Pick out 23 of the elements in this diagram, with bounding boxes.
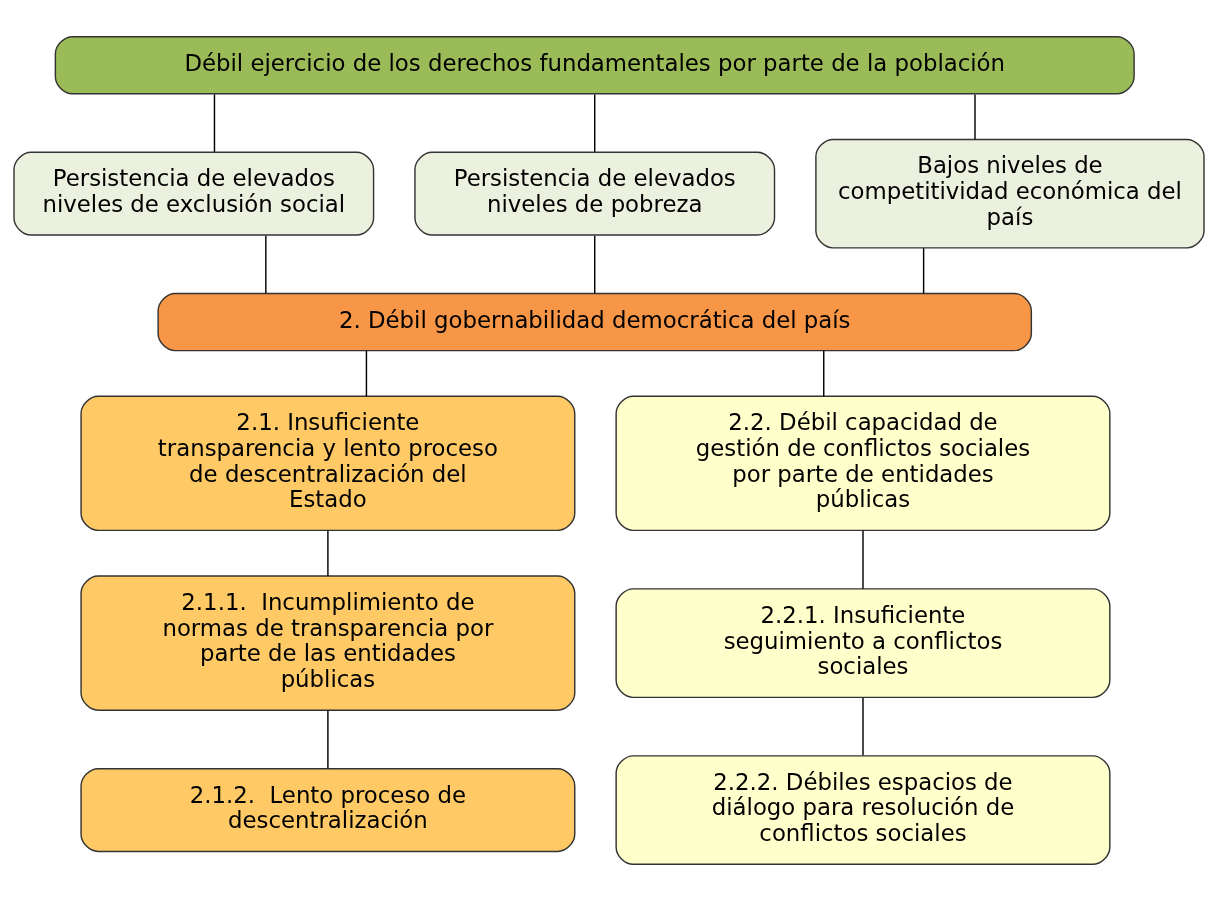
connector bbox=[594, 93, 596, 153]
node-box: 2.1. Insuficiente transparencia y lento proceso de descentralización del Estado bbox=[80, 395, 576, 532]
node-box: 2. Débil gobernabilidad democrática del país bbox=[157, 292, 1033, 352]
connector bbox=[327, 709, 329, 770]
node-box: 2.2.2. Débiles espacios de diálogo para resolución de conflictos sociales bbox=[615, 755, 1111, 865]
connector bbox=[365, 349, 368, 397]
node-box: Débil ejercicio de los derechos fundamentales por parte de la población bbox=[54, 36, 1135, 95]
connector bbox=[213, 93, 216, 153]
connector bbox=[823, 349, 825, 397]
node-box: 2.1.1. Incumplimiento de normas de transparencia por parte de las entidades públicas bbox=[80, 575, 576, 711]
connector bbox=[922, 247, 925, 295]
node-box: Bajos niveles de competitividad económica del país bbox=[815, 138, 1205, 249]
connector bbox=[265, 235, 267, 295]
node-box: 2.2.1. Insuficiente seguimiento a conflictos sociales bbox=[615, 588, 1111, 699]
node-box: Persistencia de elevados niveles de pobreza bbox=[414, 151, 776, 236]
node-box: 2.1.2. Lento proceso de descentralización bbox=[80, 767, 576, 853]
connector bbox=[974, 93, 976, 141]
connector bbox=[594, 235, 596, 295]
connector bbox=[327, 530, 329, 577]
node-box: Persistencia de elevados niveles de exclusión social bbox=[13, 151, 375, 236]
node-box: 2.2. Débil capacidad de gestión de conflictos sociales por parte de entidades públicas bbox=[615, 395, 1111, 532]
connector bbox=[862, 530, 864, 590]
connector bbox=[862, 697, 864, 756]
